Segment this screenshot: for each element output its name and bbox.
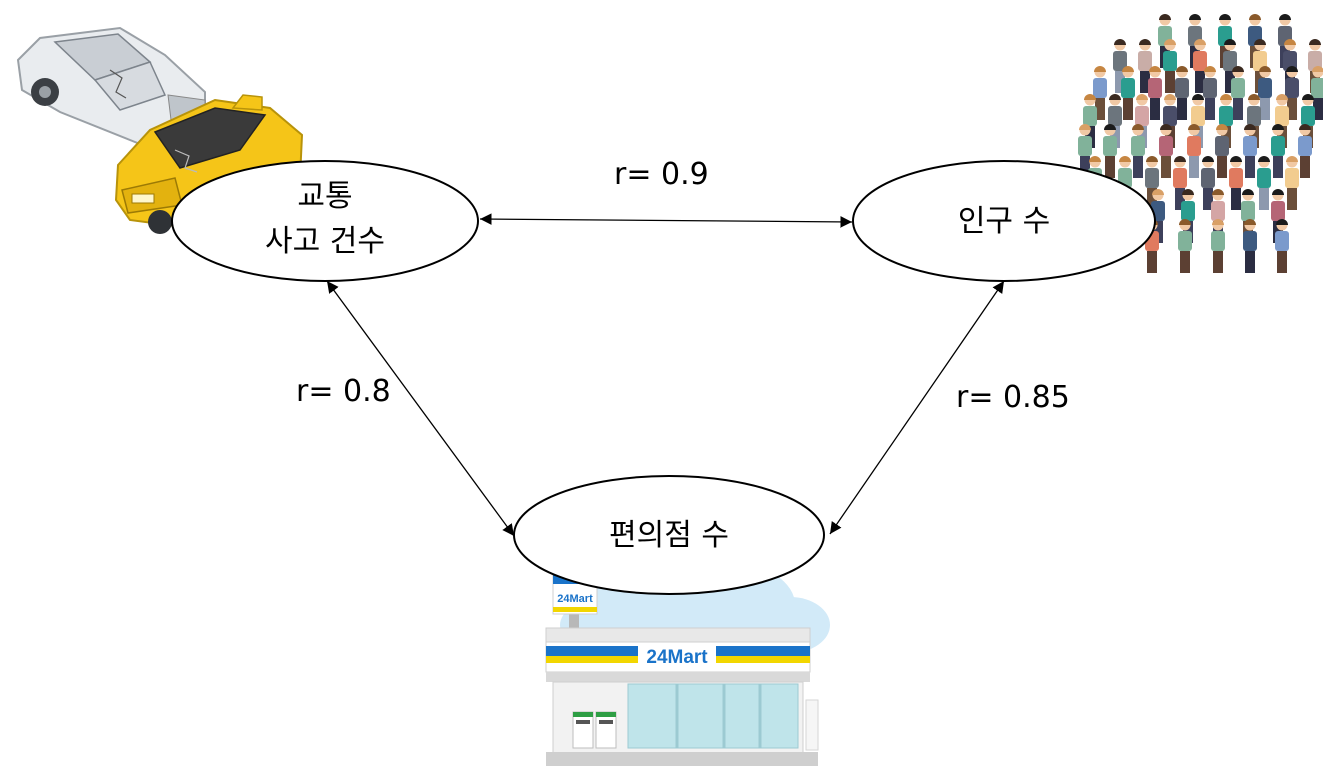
node-stores-label: 편의점 수 <box>609 518 729 553</box>
edge-label-accidents-population: r= 0.9 <box>614 157 709 192</box>
store-main-sign: 24Mart <box>646 647 708 668</box>
edge-label-accidents-stores: r= 0.8 <box>296 374 391 409</box>
node-population <box>852 160 1156 282</box>
node-accidents-line1: 교통 <box>297 179 352 214</box>
convenience-store-icon: 24Mart 24Mart <box>545 563 830 766</box>
edge-accidents-population <box>479 213 853 228</box>
small-sign-text: 24Mart <box>557 593 593 605</box>
edge-population-stores <box>829 280 1005 535</box>
node-stores <box>513 475 825 595</box>
crowd-icon <box>1078 14 1323 273</box>
node-accidents-line2: 사고 건수 <box>265 224 385 259</box>
node-accidents <box>171 160 479 282</box>
edge-accidents-stores <box>326 280 515 537</box>
node-population-label: 인구 수 <box>958 204 1050 239</box>
edge-label-population-stores: r= 0.85 <box>956 380 1070 415</box>
